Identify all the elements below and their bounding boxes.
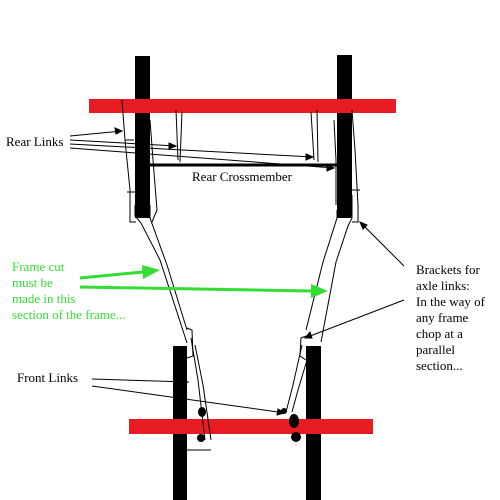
frame-cut-arrow-lower [79,285,313,293]
frame-cut-arrow-upper [79,270,144,280]
frame-cut-line-1: Frame cut [12,259,65,274]
frame-cut-arrow-lower-head [311,284,328,298]
right-rear-frame-rail [337,55,352,218]
brackets-pointers [303,221,405,339]
brackets-line-7: section... [416,358,463,373]
brackets-line-3: In the way of [416,294,485,309]
frame-cut-line-4: section of the frame... [12,307,126,322]
front-link-brackets [185,327,308,451]
rear-axle-bar [89,99,396,113]
frame-cut-arrow-upper-head [142,265,160,279]
frame-cut-line-2: must be [12,275,53,290]
front-axle-bar [129,419,373,434]
rear-links-label: Rear Links [6,134,64,149]
frame-cut-label: Frame cut must be made in this section o… [12,259,125,323]
brackets-line-6: parallel [416,342,455,357]
rear-link-brackets [121,99,360,223]
rear-crossmember-label: Rear Crossmember [192,169,293,184]
front-link-bushings [197,407,301,442]
brackets-line-2: axle links: [416,278,470,293]
brackets-line-4: any frame [416,310,469,325]
brackets-line-1: Brackets for [416,262,480,277]
brackets-label: Brackets for axle links: In the way of a… [416,262,485,374]
brackets-line-5: chop at a [416,326,463,341]
front-links-label: Front Links [17,370,79,385]
frame-cut-line-3: made in this [12,291,76,306]
front-links-pointers [91,378,287,416]
left-rear-frame-rail [135,56,150,218]
rear-links-pointers [69,127,336,172]
frame-cut-arrows [79,265,328,298]
